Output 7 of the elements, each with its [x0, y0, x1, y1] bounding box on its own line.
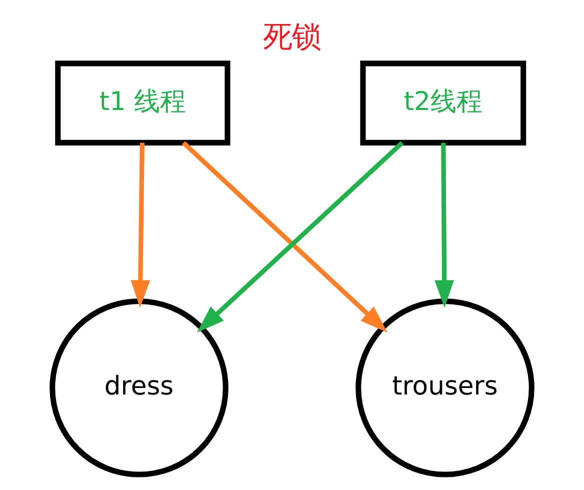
- diagram-title: 死锁: [263, 19, 321, 54]
- node-circle: dress: [50, 298, 228, 478]
- arrow: [434, 142, 454, 308]
- node-box: t2线程: [360, 60, 526, 146]
- node-box: t1 线程: [55, 60, 230, 146]
- node-circle: trousers: [356, 298, 534, 478]
- arrow: [130, 142, 150, 308]
